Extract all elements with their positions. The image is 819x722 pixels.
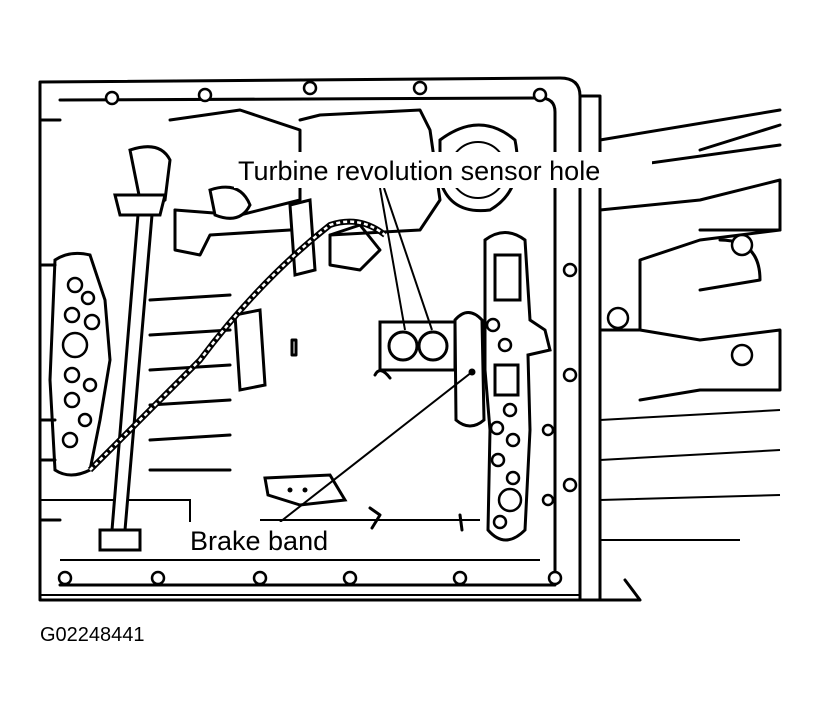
lower-bracket xyxy=(263,473,464,532)
vertical-rod xyxy=(98,145,172,552)
sensor-block xyxy=(378,320,457,372)
sensor-hole-left xyxy=(387,330,419,362)
sensor-hole-right xyxy=(417,330,449,362)
right-housing xyxy=(547,94,782,602)
right-valve-plate xyxy=(483,231,555,542)
brake-band-slot xyxy=(453,311,486,428)
top-bolt-holes xyxy=(57,80,548,586)
turbine-sensor-hole-label: Turbine revolution sensor hole xyxy=(238,156,601,186)
left-valve-plate xyxy=(38,251,112,477)
label-mask-bottom xyxy=(186,522,352,558)
wire-harness xyxy=(87,218,387,473)
brake-band-label: Brake band xyxy=(190,526,329,556)
label-mask-top xyxy=(234,152,652,188)
leader-lines xyxy=(279,187,476,523)
figure-id: G02248441 xyxy=(40,624,145,646)
